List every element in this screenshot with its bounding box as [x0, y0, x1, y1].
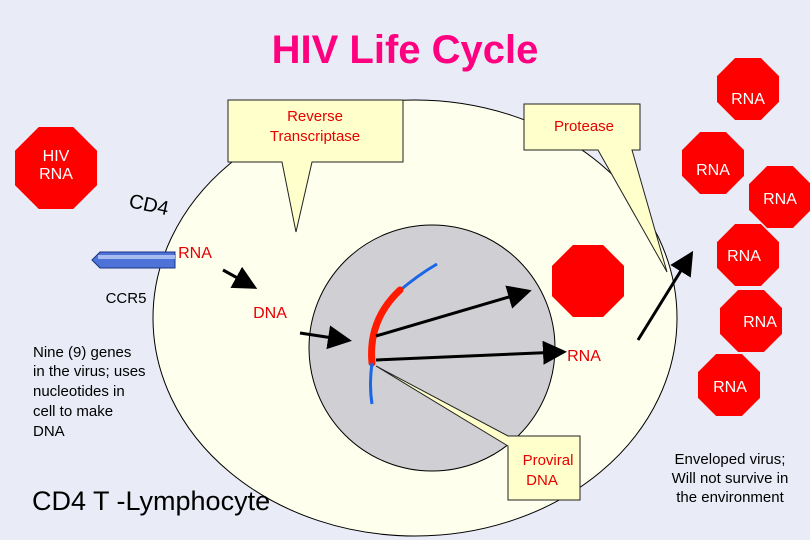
- genes-note-line2: in the virus; uses: [33, 363, 146, 380]
- genes-note-line1: Nine (9) genes: [33, 344, 131, 361]
- callout-proviral-line2: DNA: [526, 472, 558, 489]
- arrow-dna-to-nucleus: [299, 325, 352, 350]
- cell-name-label: CD4 T -Lymphocyte: [32, 486, 270, 516]
- stop-octagon-icon: [720, 290, 782, 352]
- genes-note-line3: nucleotides in: [33, 383, 125, 400]
- cell-nucleus: [308, 224, 556, 472]
- arrow-nucleus-right: [375, 340, 567, 365]
- callout-protease-label: Protease: [554, 118, 614, 135]
- dna-label: DNA: [253, 305, 287, 322]
- hiv-rna-label-line1: HIV: [43, 148, 70, 165]
- enveloped-note-line2: Will not survive in: [672, 470, 789, 487]
- rna-label-far-right: RNA: [763, 191, 797, 208]
- octagons: [15, 58, 810, 416]
- rna-label-right-3: RNA: [713, 379, 747, 396]
- proviral-dna-strand: [368, 286, 404, 367]
- callout-reverse-transcriptase-line1: Reverse: [287, 108, 343, 125]
- callout-reverse-transcriptase: Reverse Transcriptase: [227, 99, 404, 233]
- callout-proviral-line1: Proviral: [523, 452, 574, 469]
- callout-reverse-transcriptase-line2: Transcriptase: [270, 128, 360, 145]
- genes-note-line4: cell to make: [33, 403, 113, 420]
- stop-octagon-icon: [698, 354, 760, 416]
- stop-octagon-icon: [682, 132, 744, 194]
- page-title: HIV Life Cycle: [272, 28, 539, 72]
- rna-strand-bottom: [369, 362, 374, 405]
- rna-label-mid-right: RNA: [696, 162, 730, 179]
- enveloped-note-line3: the environment: [676, 489, 784, 506]
- ccr5-receptor: [91, 251, 176, 269]
- rna-label-top-right: RNA: [731, 91, 765, 108]
- rna-label-right-1: RNA: [727, 248, 761, 265]
- rna-label-right-2: RNA: [743, 314, 777, 331]
- enveloped-note-line1: Enveloped virus;: [675, 451, 786, 468]
- stop-octagon-icon: [717, 224, 779, 286]
- arrow-rna-to-dna: [222, 266, 258, 289]
- arrow-nucleus-up-right: [375, 285, 532, 338]
- genes-note-line5: DNA: [33, 423, 65, 440]
- arrow-to-budding: [636, 250, 694, 341]
- callout-protease: Protease: [523, 103, 668, 273]
- rna-label-entry: RNA: [178, 245, 212, 262]
- ccr5-label: CCR5: [106, 290, 147, 307]
- arrows: [222, 250, 694, 365]
- stop-octagon-icon: [552, 245, 624, 317]
- callout-proviral-dna: Proviral DNA: [375, 365, 581, 501]
- stop-octagon-icon: [15, 127, 97, 209]
- cd4-label: CD4: [127, 190, 171, 220]
- stop-octagon-icon: [749, 166, 810, 228]
- hiv-rna-label-line2: RNA: [39, 166, 73, 183]
- rna-label-nucleus: RNA: [567, 348, 601, 365]
- stop-octagon-icon: [717, 58, 779, 120]
